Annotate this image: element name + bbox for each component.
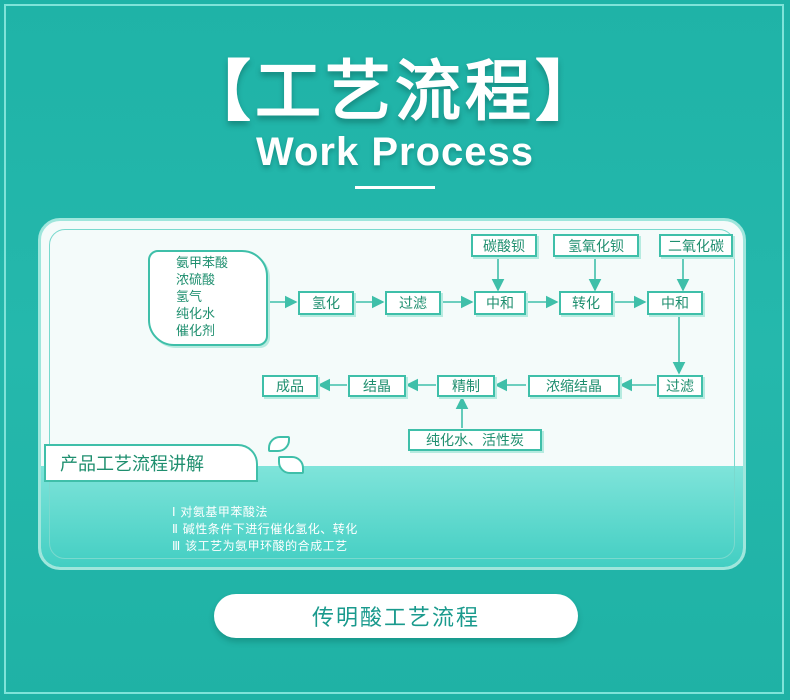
- process-label-button[interactable]: 传明酸工艺流程: [214, 594, 578, 638]
- explanation-tab: 产品工艺流程讲解: [44, 444, 258, 482]
- step-neutralize-1: 中和: [474, 291, 526, 315]
- step-refine: 精制: [437, 375, 495, 397]
- input-barium-hydroxide: 氢氧化钡: [553, 234, 639, 257]
- raw-material-item: 纯化水: [176, 307, 216, 322]
- panel-inner-border: [49, 229, 735, 559]
- raw-material-item: 催化剂: [176, 324, 216, 339]
- leaf-icon: [278, 456, 304, 474]
- step-neutralize-2: 中和: [647, 291, 703, 315]
- process-panel: [38, 218, 746, 570]
- page-title: 【工艺流程】: [185, 53, 605, 130]
- step-crystallize: 结晶: [348, 375, 406, 397]
- raw-material-item: 氨甲苯酸: [176, 256, 229, 271]
- note-line: Ⅰ 对氨基甲苯酸法: [172, 505, 268, 519]
- panel-footer-band: [41, 466, 743, 567]
- raw-materials-box: 氨甲苯酸 浓硫酸 氢气 纯化水 催化剂: [148, 250, 268, 346]
- title-underline: [355, 186, 435, 189]
- input-water-activated-carbon: 纯化水、活性炭: [408, 429, 542, 451]
- leaf-icon: [268, 436, 290, 452]
- step-hydrogenation: 氢化: [298, 291, 354, 315]
- step-concentrate-crystallize: 浓缩结晶: [528, 375, 620, 397]
- step-filter-2: 过滤: [657, 375, 703, 397]
- note-line: Ⅲ 该工艺为氨甲环酸的合成工艺: [172, 539, 348, 553]
- raw-material-item: 浓硫酸: [176, 273, 216, 288]
- process-notes: Ⅰ 对氨基甲苯酸法 Ⅱ 碱性条件下进行催化氢化、转化 Ⅲ 该工艺为氨甲环酸的合成…: [172, 504, 358, 555]
- step-filter-1: 过滤: [385, 291, 441, 315]
- page-subtitle: Work Process: [255, 130, 535, 174]
- input-carbon-dioxide: 二氧化碳: [659, 234, 733, 257]
- step-convert: 转化: [559, 291, 613, 315]
- step-product: 成品: [262, 375, 318, 397]
- raw-material-item: 氢气: [176, 290, 203, 305]
- input-barium-carbonate: 碳酸钡: [471, 234, 537, 257]
- note-line: Ⅱ 碱性条件下进行催化氢化、转化: [172, 522, 358, 536]
